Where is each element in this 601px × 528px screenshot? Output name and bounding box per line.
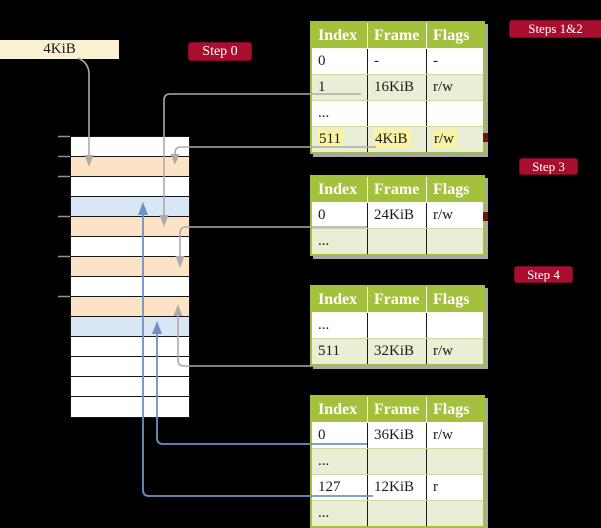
- cell-frame: [367, 101, 426, 126]
- col-header-index: Index: [318, 181, 358, 198]
- table-row: 0 - -: [312, 48, 483, 74]
- cell-index: 0: [318, 427, 326, 443]
- table-row: 1 16KiB r/w: [312, 74, 483, 100]
- cell-index: ...: [318, 505, 330, 521]
- memory-row: [71, 277, 189, 297]
- table-row: 127 12KiB r: [312, 474, 483, 500]
- col-header-flags: Flags: [426, 23, 483, 48]
- cell-flags: [426, 101, 483, 126]
- col-header-index: Index: [318, 401, 358, 418]
- table-header: Index Frame Flags: [312, 397, 483, 422]
- memory-row: [71, 297, 189, 317]
- cell-frame: -: [367, 49, 426, 74]
- cell-flags: [426, 313, 483, 338]
- cell-flags: [426, 449, 483, 474]
- col-header-frame: Frame: [367, 23, 426, 48]
- memory-row: [71, 317, 189, 337]
- col-header-flags: Flags: [426, 287, 483, 312]
- memory-row: [71, 257, 189, 277]
- cell-flags: r/w: [426, 339, 483, 364]
- memory-row: [71, 397, 189, 417]
- page-table-step3: Index Frame Flags 0 24KiB r/w ...: [310, 175, 485, 256]
- cell-frame: 24KiB: [367, 203, 426, 228]
- physical-memory-column: [70, 136, 190, 418]
- badge-step-4: Step 4: [514, 266, 573, 283]
- table-row: ...: [312, 500, 483, 526]
- frame-size-label: 4KiB: [0, 40, 119, 59]
- cell-index: ...: [318, 233, 330, 249]
- col-header-frame: Frame: [367, 397, 426, 422]
- cell-index: 0: [318, 207, 326, 223]
- col-header-frame: Frame: [367, 177, 426, 202]
- badge-step-0: Step 0: [188, 42, 252, 61]
- cell-frame: [367, 501, 426, 526]
- cell-index: 0: [318, 53, 326, 69]
- cell-frame: 36KiB: [367, 423, 426, 448]
- memory-row: [71, 237, 189, 257]
- cell-index: 1: [318, 79, 326, 95]
- badge-step-3: Step 3: [519, 158, 578, 175]
- cell-flags: [426, 501, 483, 526]
- cell-index: ...: [318, 105, 330, 121]
- table-header: Index Frame Flags: [312, 23, 483, 48]
- memory-row: [71, 177, 189, 197]
- cell-frame: [367, 449, 426, 474]
- cell-flags: r: [426, 475, 483, 500]
- cell-index: ...: [318, 453, 330, 469]
- memory-row: [71, 357, 189, 377]
- table-header: Index Frame Flags: [312, 287, 483, 312]
- memory-row: [71, 337, 189, 357]
- cell-index: 511: [312, 127, 367, 152]
- memory-row: [71, 217, 189, 237]
- cell-flags: r/w: [426, 423, 483, 448]
- memory-row: [71, 157, 189, 177]
- table-row-highlighted: 511 4KiB r/w: [312, 126, 483, 152]
- cell-frame: 32KiB: [367, 339, 426, 364]
- cell-flags: -: [426, 49, 483, 74]
- cell-frame: 16KiB: [367, 75, 426, 100]
- cell-index: 127: [318, 479, 341, 495]
- page-table-level1: Index Frame Flags 0 - - 1 16KiB r/w ... …: [310, 21, 485, 154]
- cell-flags: r/w: [426, 75, 483, 100]
- table-row: ...: [312, 312, 483, 338]
- table-row: ...: [312, 448, 483, 474]
- col-header-index: Index: [318, 27, 358, 44]
- table-row: 0 36KiB r/w: [312, 422, 483, 448]
- col-header-flags: Flags: [426, 177, 483, 202]
- table-row: ...: [312, 228, 483, 254]
- badge-steps-1-2: Steps 1&2: [509, 20, 601, 38]
- cell-frame: [367, 313, 426, 338]
- memory-row: [71, 377, 189, 397]
- page-table-step4: Index Frame Flags ... 511 32KiB r/w: [310, 285, 485, 366]
- highlighted-value: 511: [318, 130, 344, 148]
- cell-index: 511: [318, 343, 340, 359]
- col-header-index: Index: [318, 291, 358, 308]
- table-row: 511 32KiB r/w: [312, 338, 483, 364]
- memory-row: [71, 197, 189, 217]
- cell-frame: [367, 229, 426, 254]
- cell-flags: [426, 229, 483, 254]
- cell-frame: 12KiB: [367, 475, 426, 500]
- cell-index: ...: [318, 317, 330, 333]
- cell-frame: 4KiB: [367, 127, 426, 152]
- highlighted-value: 4KiB: [374, 130, 411, 148]
- cell-flags: r/w: [426, 203, 483, 228]
- col-header-frame: Frame: [367, 287, 426, 312]
- page-table-leaf: Index Frame Flags 0 36KiB r/w ... 127 12…: [310, 395, 485, 528]
- cell-flags: r/w: [426, 127, 483, 152]
- col-header-flags: Flags: [426, 397, 483, 422]
- memory-row: [71, 137, 189, 157]
- table-header: Index Frame Flags: [312, 177, 483, 202]
- highlighted-value: r/w: [433, 130, 457, 148]
- memory-tick-marks: [58, 135, 70, 298]
- table-row: ...: [312, 100, 483, 126]
- table-row: 0 24KiB r/w: [312, 202, 483, 228]
